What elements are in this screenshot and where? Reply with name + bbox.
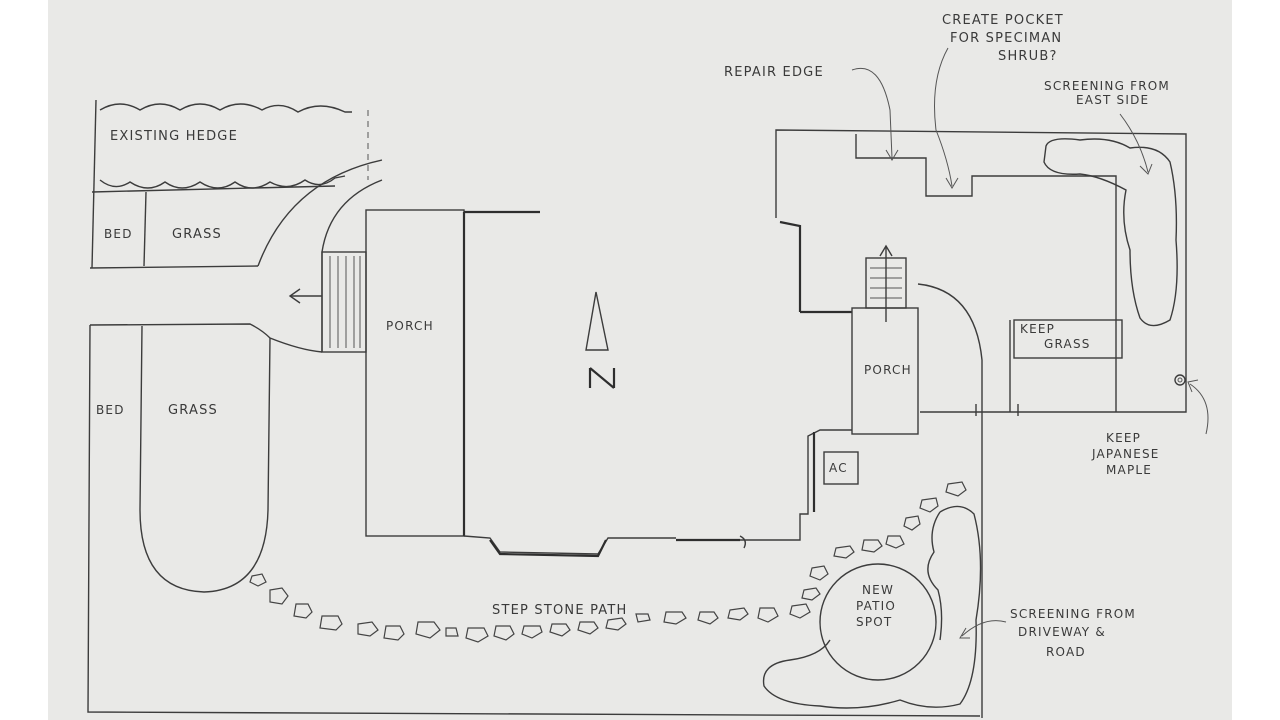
label-new-patio-3: SPOT — [856, 615, 892, 629]
label-screening-drive-2: DRIVEWAY & — [1018, 625, 1106, 639]
label-create-pocket-2: FOR SPECIMAN — [950, 31, 1062, 46]
label-grass-left: GRASS — [168, 403, 218, 418]
label-keep-grass-2: GRASS — [1044, 337, 1091, 351]
lower-left-yard — [87, 324, 981, 717]
label-screening-drive-3: ROAD — [1046, 645, 1086, 659]
label-bed-left: BED — [96, 403, 125, 417]
label-porch-left: PORCH — [386, 319, 434, 333]
annotation-arrows — [851, 47, 1209, 639]
label-step-stone-path: STEP STONE PATH — [492, 603, 627, 618]
existing-hedge-area — [89, 99, 369, 269]
driveway-edge — [917, 283, 983, 718]
house-outline — [365, 129, 1187, 558]
label-porch-right: PORCH — [864, 363, 912, 377]
label-screening-east-1: SCREENING FROM — [1044, 79, 1170, 93]
label-grass-top: GRASS — [172, 227, 222, 242]
north-arrow — [585, 291, 616, 389]
new-patio — [762, 505, 982, 709]
label-bed-top: BED — [104, 227, 133, 241]
right-porch — [823, 244, 919, 485]
upper-right-yard — [855, 134, 1186, 416]
label-ac: AC — [829, 461, 848, 475]
label-create-pocket-1: CREATE POCKET — [942, 13, 1064, 28]
label-existing-hedge: EXISTING HEDGE — [110, 129, 238, 144]
label-keep-maple-3: MAPLE — [1106, 463, 1152, 477]
label-screening-drive-1: SCREENING FROM — [1010, 607, 1136, 621]
sketch-paper — [48, 0, 1232, 720]
label-create-pocket-3: SHRUB? — [998, 49, 1058, 64]
label-new-patio-2: PATIO — [856, 599, 896, 613]
label-screening-east-2: EAST SIDE — [1076, 93, 1149, 107]
label-repair-edge: REPAIR EDGE — [724, 65, 824, 80]
label-keep-grass-1: KEEP — [1020, 322, 1055, 336]
step-stone-path — [249, 481, 967, 643]
front-walk — [89, 159, 383, 353]
label-keep-maple-2: JAPANESE — [1091, 447, 1160, 461]
label-keep-maple-1: KEEP — [1106, 431, 1141, 445]
label-new-patio-1: NEW — [862, 583, 894, 597]
